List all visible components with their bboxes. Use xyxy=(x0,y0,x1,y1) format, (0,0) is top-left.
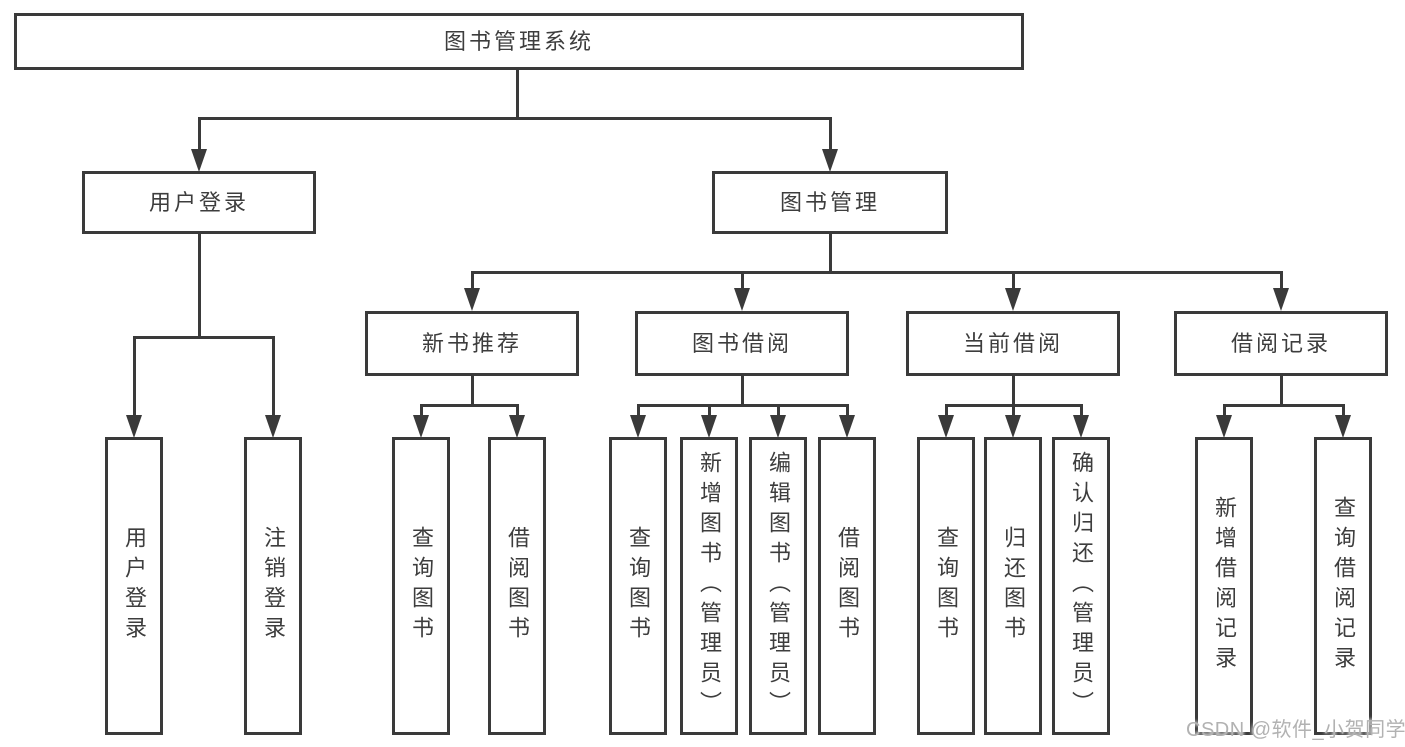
connector-vline xyxy=(1080,404,1083,417)
leaf-cb-return-book: 归还图书 xyxy=(984,437,1042,735)
leaf-logout: 注销登录 xyxy=(244,437,302,735)
connector-hline xyxy=(1223,404,1345,407)
connector-vline xyxy=(777,404,780,417)
arrow-down-icon xyxy=(126,415,142,438)
leaf-br-add-record: 新增借阅记录 xyxy=(1195,437,1253,735)
leaf-user-login: 用户登录 xyxy=(105,437,163,735)
node-book-borrowing: 图书借阅 xyxy=(635,311,849,376)
arrow-down-icon xyxy=(1216,415,1232,438)
connector-vline xyxy=(829,234,832,273)
connector-vline xyxy=(741,376,744,406)
node-system-root: 图书管理系统 xyxy=(14,13,1024,70)
connector-vline xyxy=(198,117,201,151)
connector-hline xyxy=(420,404,519,407)
connector-hline xyxy=(133,336,275,339)
connector-vline xyxy=(420,404,423,417)
connector-vline xyxy=(1280,271,1283,290)
leaf-br-query-record: 查询借阅记录 xyxy=(1314,437,1372,735)
node-user-login: 用户登录 xyxy=(82,171,316,234)
connector-vline xyxy=(516,70,519,118)
connector-vline xyxy=(1012,404,1015,417)
connector-hline xyxy=(471,271,1283,274)
arrow-down-icon xyxy=(938,415,954,438)
connector-vline xyxy=(198,234,201,338)
connector-vline xyxy=(945,404,948,417)
node-new-book-recommend: 新书推荐 xyxy=(365,311,579,376)
connector-vline xyxy=(1012,376,1015,406)
connector-vline xyxy=(1342,404,1345,417)
arrow-down-icon xyxy=(1273,288,1289,311)
arrow-down-icon xyxy=(509,415,525,438)
arrow-down-icon xyxy=(1005,288,1021,311)
watermark-text: CSDN @软件_小贺同学 xyxy=(1186,719,1405,741)
connector-vline xyxy=(133,336,136,416)
leaf-cb-query-book: 查询图书 xyxy=(917,437,975,735)
connector-vline xyxy=(272,336,275,416)
arrow-down-icon xyxy=(1073,415,1089,438)
leaf-cb-confirm-return-admin: 确认归还（管理员） xyxy=(1052,437,1110,735)
arrow-down-icon xyxy=(770,415,786,438)
leaf-bb-query-book: 查询图书 xyxy=(609,437,667,735)
leaf-bb-edit-book-admin: 编辑图书（管理员） xyxy=(749,437,807,735)
connector-vline xyxy=(708,404,711,417)
node-borrowing-records: 借阅记录 xyxy=(1174,311,1388,376)
node-book-management: 图书管理 xyxy=(712,171,948,234)
connector-vline xyxy=(1012,271,1015,290)
arrow-down-icon xyxy=(734,288,750,311)
node-current-borrowing: 当前借阅 xyxy=(906,311,1120,376)
connector-vline xyxy=(1223,404,1226,417)
arrow-down-icon xyxy=(839,415,855,438)
connector-hline xyxy=(637,404,849,407)
connector-vline xyxy=(741,271,744,290)
leaf-bb-add-book-admin: 新增图书（管理员） xyxy=(680,437,738,735)
arrow-down-icon xyxy=(1005,415,1021,438)
arrow-down-icon xyxy=(464,288,480,311)
arrow-down-icon xyxy=(191,149,207,172)
connector-hline xyxy=(198,117,832,120)
arrow-down-icon xyxy=(822,149,838,172)
connector-vline xyxy=(846,404,849,417)
connector-vline xyxy=(1280,376,1283,406)
arrow-down-icon xyxy=(630,415,646,438)
connector-vline xyxy=(471,376,474,406)
connector-vline xyxy=(637,404,640,417)
connector-vline xyxy=(829,117,832,151)
arrow-down-icon xyxy=(265,415,281,438)
connector-vline xyxy=(471,271,474,290)
leaf-nb-borrow-book: 借阅图书 xyxy=(488,437,546,735)
leaf-nb-query-book: 查询图书 xyxy=(392,437,450,735)
arrow-down-icon xyxy=(413,415,429,438)
connector-vline xyxy=(516,404,519,417)
arrow-down-icon xyxy=(1335,415,1351,438)
arrow-down-icon xyxy=(701,415,717,438)
leaf-bb-borrow-book: 借阅图书 xyxy=(818,437,876,735)
